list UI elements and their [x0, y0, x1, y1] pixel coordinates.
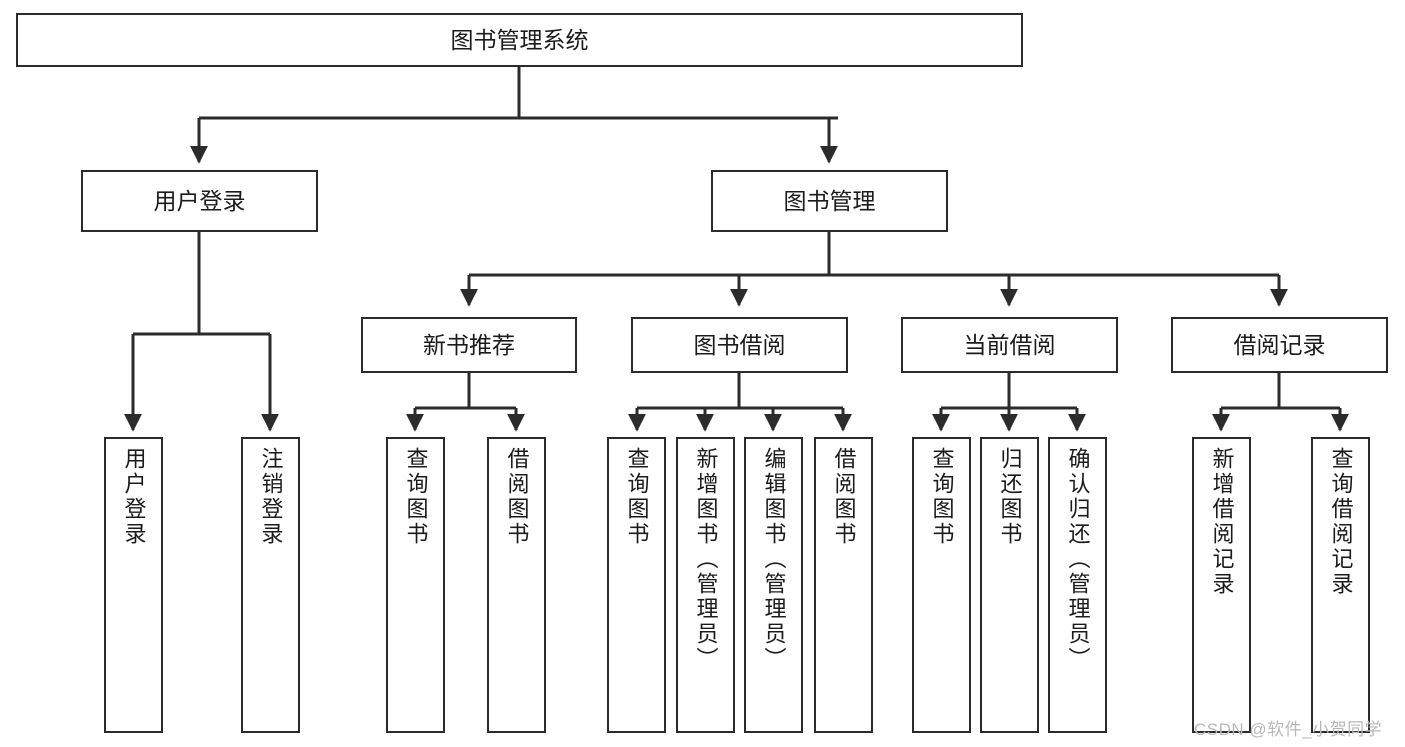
node-label: 归还图书 [997, 447, 1023, 547]
node-leaf-query-book-recommend[interactable]: 查询图书 [386, 437, 445, 733]
node-label: 当前借阅 [963, 331, 1056, 358]
node-label: 用户登录 [153, 187, 246, 214]
node-label: 借阅记录 [1233, 331, 1326, 358]
node-leaf-add-book-admin[interactable]: 新增图书（管理员） [676, 437, 735, 733]
node-label: 新增图书（管理员） [693, 447, 719, 672]
node-label: 查询图书 [624, 447, 650, 547]
node-leaf-add-borrow-record[interactable]: 新增借阅记录 [1192, 437, 1251, 733]
node-label: 查询图书 [929, 447, 955, 547]
node-label: 注销登录 [258, 447, 284, 547]
node-label: 借阅图书 [831, 447, 857, 547]
node-new-book-recommend[interactable]: 新书推荐 [361, 317, 577, 373]
node-label: 借阅图书 [504, 447, 530, 547]
node-borrow-record[interactable]: 借阅记录 [1171, 317, 1388, 373]
node-label: 图书管理 [783, 187, 876, 214]
node-leaf-query-book-borrow[interactable]: 查询图书 [607, 437, 666, 733]
node-leaf-borrow-book[interactable]: 借阅图书 [814, 437, 873, 733]
node-label: 新增借阅记录 [1209, 447, 1235, 597]
node-label: 查询借阅记录 [1328, 447, 1354, 597]
node-label: 图书管理系统 [450, 26, 589, 53]
node-current-borrow[interactable]: 当前借阅 [901, 317, 1118, 373]
node-label: 图书借阅 [693, 331, 786, 358]
node-leaf-query-borrow-record[interactable]: 查询借阅记录 [1311, 437, 1370, 733]
node-leaf-logout[interactable]: 注销登录 [241, 437, 300, 733]
node-label: 编辑图书（管理员） [761, 447, 787, 672]
node-book-borrow[interactable]: 图书借阅 [631, 317, 848, 373]
node-label: 查询图书 [403, 447, 429, 547]
node-leaf-query-book-current[interactable]: 查询图书 [912, 437, 971, 733]
node-label: 用户登录 [121, 447, 147, 547]
node-root-book-management-system[interactable]: 图书管理系统 [16, 13, 1023, 67]
node-label: 确认归还（管理员） [1065, 447, 1091, 672]
node-label: 新书推荐 [423, 331, 515, 358]
node-leaf-borrow-book-recommend[interactable]: 借阅图书 [487, 437, 546, 733]
node-leaf-return-book[interactable]: 归还图书 [980, 437, 1039, 733]
node-leaf-user-login[interactable]: 用户登录 [104, 437, 163, 733]
node-user-login[interactable]: 用户登录 [81, 170, 318, 232]
node-book-management[interactable]: 图书管理 [711, 170, 948, 232]
node-leaf-confirm-return-admin[interactable]: 确认归还（管理员） [1048, 437, 1107, 733]
node-leaf-edit-book-admin[interactable]: 编辑图书（管理员） [744, 437, 803, 733]
